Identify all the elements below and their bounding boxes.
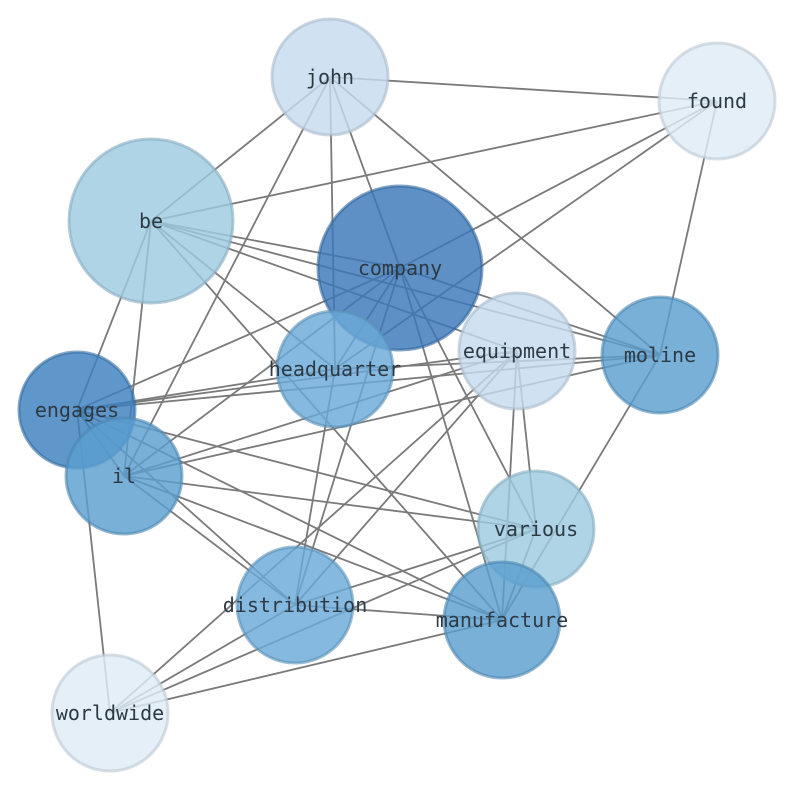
node-label-be: be bbox=[139, 209, 163, 233]
edge-found-be bbox=[150, 100, 718, 222]
node-worldwide[interactable] bbox=[50, 653, 170, 773]
node-manufacture[interactable] bbox=[442, 560, 562, 680]
node-be[interactable] bbox=[67, 137, 235, 305]
edge-equipment-worldwide bbox=[109, 350, 518, 714]
node-label-company: company bbox=[358, 256, 442, 280]
node-distribution[interactable] bbox=[235, 545, 355, 665]
node-label-equipment: equipment bbox=[463, 339, 571, 363]
edge-manufacture-worldwide bbox=[109, 619, 503, 714]
node-label-engages: engages bbox=[35, 398, 119, 422]
node-label-manufacture: manufacture bbox=[436, 608, 568, 632]
edge-john-il bbox=[123, 76, 331, 477]
node-company[interactable] bbox=[316, 184, 484, 352]
edge-john-found bbox=[329, 76, 718, 102]
labels-layer: john found be company equipment moline headqua… bbox=[35, 65, 747, 725]
edge-john-moline bbox=[329, 76, 661, 356]
node-label-found: found bbox=[687, 89, 747, 113]
node-john[interactable] bbox=[270, 17, 390, 137]
node-headquarter[interactable] bbox=[275, 309, 395, 429]
node-il[interactable] bbox=[64, 416, 184, 536]
node-found[interactable] bbox=[657, 41, 777, 161]
node-label-moline: moline bbox=[624, 343, 696, 367]
node-equipment[interactable] bbox=[457, 291, 577, 411]
nodes-layer bbox=[17, 17, 777, 773]
edge-il-manufacture bbox=[123, 475, 503, 621]
node-label-worldwide: worldwide bbox=[56, 701, 164, 725]
node-label-il: il bbox=[112, 464, 136, 488]
node-moline[interactable] bbox=[600, 295, 720, 415]
node-label-headquarter: headquarter bbox=[269, 357, 401, 381]
edge-il-various bbox=[123, 475, 537, 530]
node-label-various: various bbox=[494, 517, 578, 541]
node-label-john: john bbox=[306, 65, 354, 89]
node-label-distribution: distribution bbox=[223, 593, 368, 617]
